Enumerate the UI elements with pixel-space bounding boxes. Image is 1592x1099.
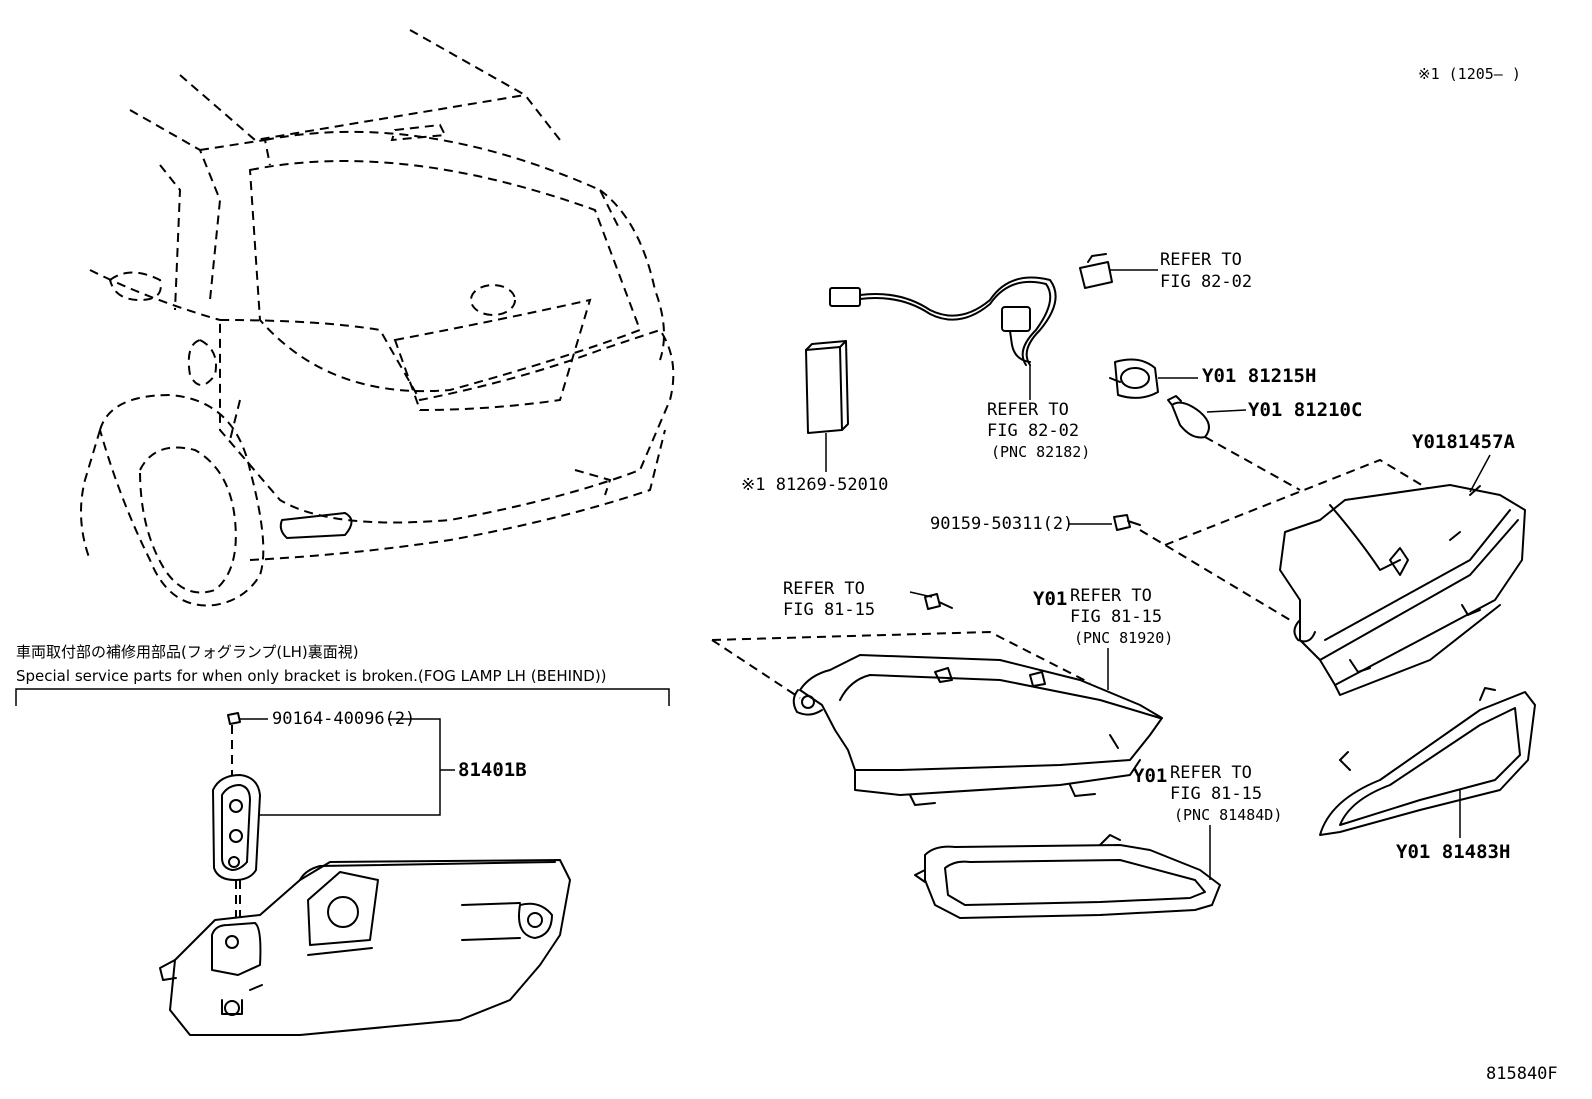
screw-90159 [1113,458,1431,621]
bulb-socket [1109,358,1159,399]
fog-lamp-cover-81484D [914,834,1221,919]
refer-fig-81-15-screw-line2[interactable]: FIG 81-15 [783,600,876,620]
vehicle-rear-illustration [80,29,675,607]
refer-fig-81-15-cover-line1[interactable]: REFER TO [1170,763,1252,783]
refer-fig-81-15-cover-pnc: (PNC 81484D) [1174,806,1283,824]
fog-lamp-assembly [1279,484,1526,696]
leader-lines [240,269,1491,880]
refer-fig-82-02-wire-pnc: (PNC 82182) [991,443,1091,461]
refer-fig-81-15-cover-prefix: Y01 [1133,765,1168,787]
bracket-inset-frame [15,688,670,706]
part-number-module[interactable]: ※1 81269-52010 [741,475,889,495]
wire-harness [829,276,1057,366]
module-81269-52010 [805,340,849,434]
part-number-bezel[interactable]: Y01 81483H [1396,841,1511,863]
refer-fig-82-02-wire-line1[interactable]: REFER TO [987,400,1069,420]
fog-lamp-housing-81920 [711,630,1163,806]
part-number-bracket[interactable]: 81401B [458,759,527,781]
refer-fig-82-02-clip-line2[interactable]: FIG 82-02 [1160,272,1253,292]
part-number-screw-90164[interactable]: 90164-40096(2) [272,709,416,729]
fog-lamp-behind-view [159,859,571,1036]
part-number-bulb-socket[interactable]: Y01 81215H [1202,365,1317,387]
section-title-english: Special service parts for when only brac… [16,667,607,685]
refer-fig-81-15-cover-line2[interactable]: FIG 81-15 [1170,784,1263,804]
screw-refer-81-15 [924,593,953,610]
part-number-screw-90159[interactable]: 90159-50311(2) [930,514,1074,534]
part-number-fog-lamp-assembly[interactable]: Y0181457A [1412,431,1515,453]
refer-fig-81-15-lamp-pnc: (PNC 81920) [1074,629,1174,647]
refer-fig-81-15-lamp-prefix: Y01 [1033,588,1068,610]
part-number-bulb[interactable]: Y01 81210C [1248,399,1363,421]
refer-fig-81-15-screw-line1[interactable]: REFER TO [783,579,865,599]
refer-fig-81-15-lamp-line1[interactable]: REFER TO [1070,586,1152,606]
bulb [1167,395,1210,439]
production-range-note: ※1 (1205– ) [1418,65,1521,83]
fog-lamp-bezel-81483H [1319,687,1536,836]
refer-fig-82-02-wire-line2[interactable]: FIG 82-02 [987,421,1080,441]
refer-fig-81-15-lamp-line2[interactable]: FIG 81-15 [1070,607,1163,627]
section-title-japanese: 車両取付部の補修用部品(フォグランプ(LH)裏面視) [16,643,359,661]
figure-id: 815840F [1486,1064,1558,1084]
wire-clip [1079,253,1113,289]
refer-fig-82-02-clip-line1[interactable]: REFER TO [1160,250,1242,270]
